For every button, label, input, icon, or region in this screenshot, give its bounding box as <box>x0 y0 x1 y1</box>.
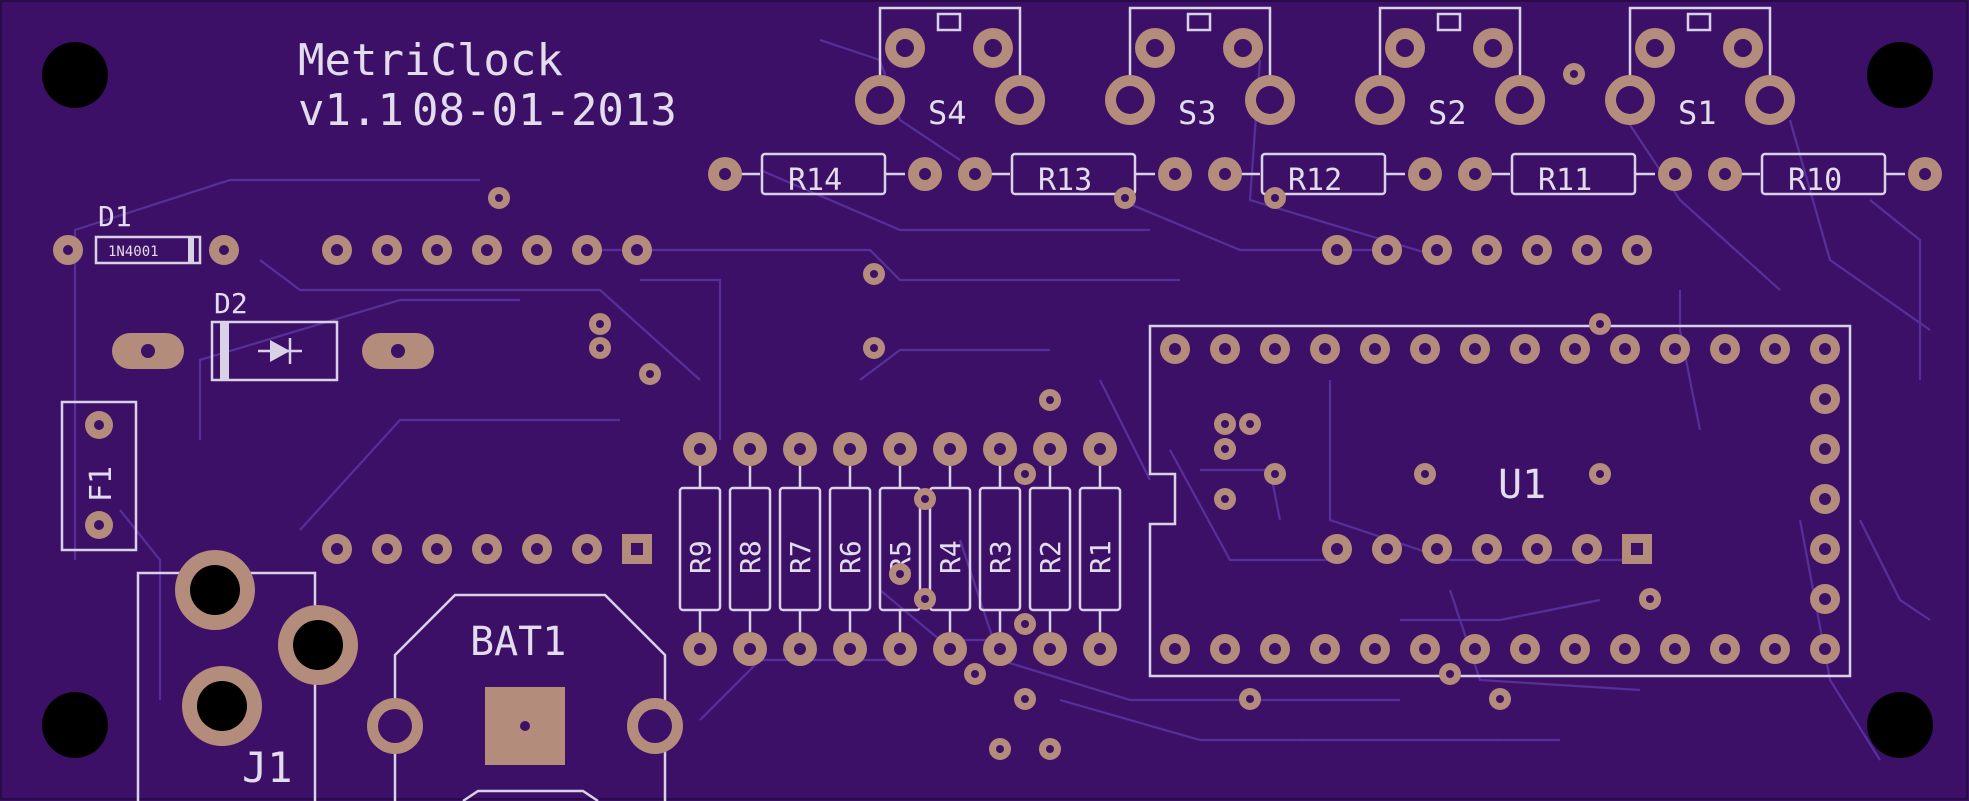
switch-s1: S1 <box>1605 6 1795 132</box>
label-d1-part: 1N4001 <box>108 244 159 260</box>
resistor-r11: R11 <box>1458 152 1692 198</box>
label-u1: U1 <box>1498 462 1546 508</box>
label-r7: R7 <box>784 540 817 574</box>
chip-u1: U1 <box>1148 324 1852 678</box>
u1-pins-bottom <box>1160 634 1840 664</box>
j1-barrel-hole-bottom <box>197 681 247 731</box>
diode-d1: D1 1N4001 <box>53 200 239 265</box>
resistor-r1: R1 <box>1078 432 1122 666</box>
label-r13: R13 <box>1038 163 1092 198</box>
mount-hole-top-right <box>1867 42 1933 108</box>
resistor-r3: R3 <box>978 432 1022 666</box>
label-r10: R10 <box>1788 163 1842 198</box>
label-r1: R1 <box>1084 540 1117 574</box>
header-row-top-left <box>322 235 652 265</box>
resistor-r7: R7 <box>778 432 822 666</box>
label-f1: F1 <box>84 466 119 502</box>
label-bat1: BAT1 <box>470 619 566 665</box>
resistor-r4: R4 <box>928 432 972 666</box>
u1-inner-row <box>1322 534 1652 564</box>
switch-s4: S4 <box>855 6 1045 132</box>
j1-barrel-hole-side <box>293 620 343 670</box>
resistor-r13: R13 <box>958 152 1192 198</box>
label-j1: J1 <box>242 743 293 792</box>
label-d2: D2 <box>214 287 248 320</box>
battery-holder-bat1: BAT1 <box>367 593 683 801</box>
label-r11: R11 <box>1538 163 1592 198</box>
diode-d2: D2 <box>112 287 434 382</box>
label-r12: R12 <box>1288 163 1342 198</box>
label-s4: S4 <box>928 94 967 132</box>
switch-s3: S3 <box>1105 6 1295 132</box>
mounting-holes <box>42 42 1933 758</box>
power-jack-j1: J1 <box>136 550 358 801</box>
label-r4: R4 <box>934 540 967 574</box>
label-d1: D1 <box>98 200 132 233</box>
resistor-r2: R2 <box>1028 432 1072 666</box>
resistor-r9: R9 <box>678 432 722 666</box>
board-date: 08-01-2013 <box>412 85 677 136</box>
switch-s2: S2 <box>1355 6 1545 132</box>
label-r9: R9 <box>684 540 717 574</box>
resistor-array-r9-r1: R9 R8 R7 R6 R5 <box>678 432 1122 666</box>
resistor-r14: R14 <box>708 152 942 198</box>
label-s3: S3 <box>1178 94 1217 132</box>
fuse-f1: F1 <box>60 400 138 552</box>
vias <box>488 63 1661 760</box>
j1-barrel-hole-top <box>190 565 240 615</box>
resistor-r12: R12 <box>1208 152 1442 198</box>
label-r8: R8 <box>734 540 767 574</box>
mount-hole-bottom-right <box>1867 692 1933 758</box>
resistor-r6: R6 <box>828 432 872 666</box>
u1-pins-top <box>1160 334 1840 364</box>
resistor-r5: R5 <box>878 432 922 666</box>
header-row-middle-left <box>322 534 652 564</box>
header-row-top-right <box>1322 235 1652 265</box>
board-title: MetriClock <box>298 35 563 86</box>
label-r2: R2 <box>1034 540 1067 574</box>
label-s1: S1 <box>1678 94 1717 132</box>
mount-hole-top-left <box>42 42 108 108</box>
board-version: v1.1 <box>298 85 404 136</box>
u1-pins-right <box>1810 384 1840 614</box>
label-r6: R6 <box>834 540 867 574</box>
resistor-r10: R10 <box>1708 152 1942 198</box>
label-r14: R14 <box>788 163 842 198</box>
mount-hole-bottom-left <box>42 692 108 758</box>
label-r3: R3 <box>984 540 1017 574</box>
label-s2: S2 <box>1428 94 1467 132</box>
resistor-r8: R8 <box>728 432 772 666</box>
